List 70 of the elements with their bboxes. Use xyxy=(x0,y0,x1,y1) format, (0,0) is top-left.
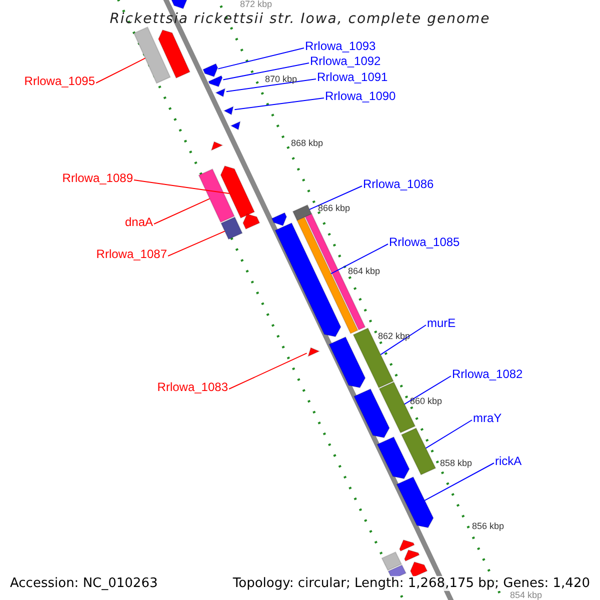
leader-line xyxy=(424,462,494,501)
gene-feature xyxy=(308,347,320,357)
leader-line xyxy=(234,98,324,110)
tick-label: 870 kbp xyxy=(265,74,298,84)
gene-feature xyxy=(208,75,223,88)
tick-label: 862 kbp xyxy=(378,332,410,340)
gene-feature xyxy=(210,141,223,151)
gene-feature xyxy=(399,539,415,552)
gene-label: Rrlowa_1095 xyxy=(24,75,95,87)
tick-label: 864 kbp xyxy=(348,266,380,276)
tick-label: 858 kbp xyxy=(440,458,472,468)
gene-feature xyxy=(222,106,234,116)
leader-line xyxy=(96,58,146,84)
gene-label: Rrlowa_1085 xyxy=(389,236,460,248)
accession-text: Accession: NC_010263 xyxy=(10,576,158,590)
tick-label: 856 kbp xyxy=(472,522,504,530)
tick-label: 860 kbp xyxy=(410,396,442,406)
gene-feature xyxy=(242,213,260,230)
leader-line xyxy=(425,420,472,449)
gene-feature xyxy=(230,121,241,130)
gene-label: rickA xyxy=(495,455,522,467)
gene-label: Rrlowa_1083 xyxy=(157,381,228,393)
tick-label: 868 kbp xyxy=(291,138,324,148)
gene-label: Rrlowa_1092 xyxy=(310,55,381,67)
gene-feature xyxy=(404,549,420,562)
leader-line xyxy=(154,198,210,224)
gene-label: Rrlowa_1090 xyxy=(325,90,396,102)
gene-feature xyxy=(304,213,366,330)
gene-label: Rrlowa_1087 xyxy=(96,248,167,260)
leader-line xyxy=(228,352,308,390)
gene-feature xyxy=(376,436,410,480)
gene-feature xyxy=(214,88,226,98)
tick-label: 872 kbp xyxy=(240,0,272,8)
gene-feature xyxy=(328,336,366,388)
gene-label: Rrlowa_1082 xyxy=(452,368,523,380)
gene-feature xyxy=(353,388,390,438)
leader-line xyxy=(168,230,226,256)
leader-line xyxy=(380,324,426,356)
gene-label: Rrlowa_1091 xyxy=(317,71,388,83)
gene-feature xyxy=(170,0,188,10)
tick-label: 866 kbp xyxy=(318,204,350,212)
gene-feature xyxy=(396,476,434,528)
leader-line xyxy=(226,78,316,92)
gene-label: Rrlowa_1093 xyxy=(305,40,376,52)
gene-feature xyxy=(352,327,394,388)
gene-label: Rrlowa_1089 xyxy=(62,172,133,184)
gene-label: mraY xyxy=(473,412,502,424)
leader-line xyxy=(134,180,230,194)
gene-label: murE xyxy=(427,317,456,329)
gene-feature xyxy=(381,551,402,571)
gene-feature xyxy=(202,63,218,78)
gene-label: dnaA xyxy=(124,216,153,228)
gene-feature xyxy=(274,222,342,338)
gene-feature xyxy=(133,26,171,84)
gene-feature xyxy=(271,212,288,226)
gene-feature xyxy=(220,165,256,219)
tick-label: 854 kbp xyxy=(510,590,542,600)
genome-stats-text: Topology: circular; Length: 1,268,175 bp; Genes: 1,420 xyxy=(232,576,590,590)
leader-line xyxy=(404,376,452,405)
title: Rickettsia rickettsii str. Iowa, complete genome xyxy=(108,12,492,26)
leader-line xyxy=(309,186,362,210)
leader-line xyxy=(222,62,310,80)
gene-feature xyxy=(198,168,235,223)
gene-feature xyxy=(400,427,436,476)
gene-label: Rrlowa_1086 xyxy=(363,178,434,190)
leader-line xyxy=(218,48,304,70)
gene-feature xyxy=(410,561,428,578)
gene-feature xyxy=(158,29,191,79)
leader-line xyxy=(330,244,388,274)
gene-feature xyxy=(220,216,243,240)
